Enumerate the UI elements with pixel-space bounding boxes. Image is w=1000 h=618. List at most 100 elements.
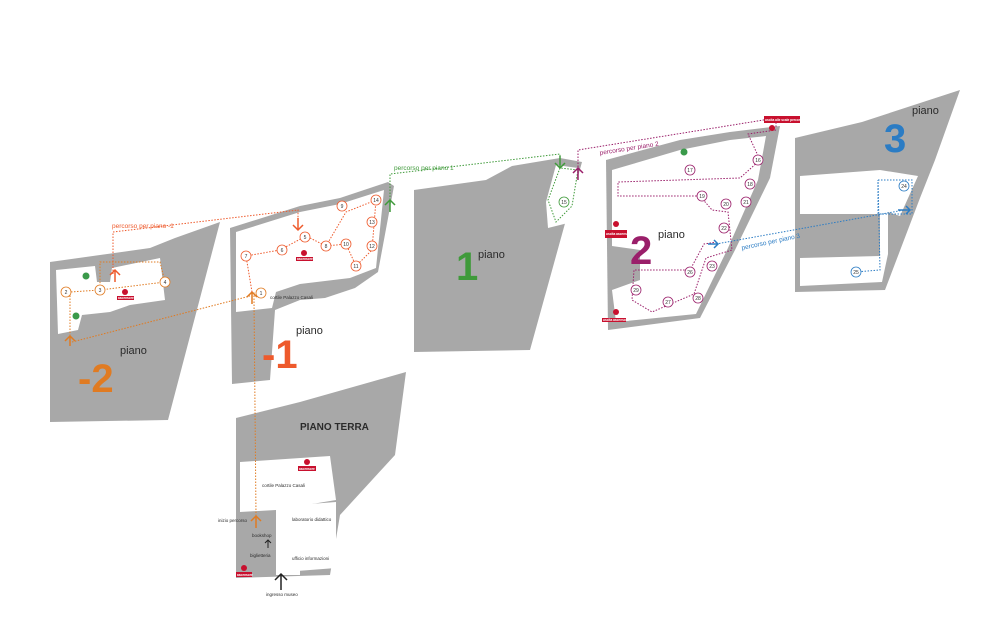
floor-minus1-number: -1: [262, 333, 298, 377]
stop-number: 8: [325, 244, 328, 250]
exit-icon: [769, 125, 775, 131]
floor-3: 3 piano: [795, 90, 960, 292]
stop-marker-17: 17: [684, 164, 696, 176]
entrance-arrow-icon: [274, 572, 288, 590]
floor-2: 2 piano: [606, 126, 780, 330]
stop-number: 5: [304, 235, 307, 241]
stop-number: 21: [743, 200, 749, 206]
stop-circle: [718, 222, 730, 234]
stop-marker-5: 5: [299, 231, 311, 243]
elevator-tag-label: uscita ascensore: [606, 232, 632, 236]
elevator-tags: ascensore ascensore uscita ascensore usc…: [117, 116, 813, 322]
floor-2-rooms: [612, 136, 766, 322]
route-three-path: [715, 209, 905, 245]
floor-3-word: piano: [912, 105, 939, 117]
ground-inizio: inizio percorso: [218, 518, 248, 523]
stop-circle: [684, 164, 696, 176]
stop-number: 6: [281, 248, 284, 254]
floor-1-word: piano: [478, 249, 505, 261]
elevator-tag: [602, 318, 626, 322]
stop-number: 18: [747, 182, 753, 188]
stop-circle: [336, 200, 348, 212]
stop-circle: [630, 284, 642, 296]
stop-marker-26: 26: [684, 266, 696, 278]
elevator-tag: [605, 230, 627, 238]
restroom-icon: [72, 312, 80, 320]
stop-circle: [340, 238, 352, 250]
arrow-up-icon: [572, 166, 584, 180]
stop-marker-29: 29: [630, 284, 642, 296]
stop-number: 16: [755, 158, 761, 164]
stop-marker-8: 8: [320, 240, 332, 252]
stop-marker-16: 16: [752, 154, 764, 166]
floor-minus2-number: -2: [78, 357, 114, 401]
stop-number: 1: [260, 291, 263, 297]
floor-ground: PIANO TERRA cortile Palazzo Casali books…: [218, 372, 406, 597]
exit-tag-label: uscita alle scale percorso finale: [765, 118, 813, 122]
arrow-right-icon: [708, 239, 720, 249]
route-ground-to-minus1: [253, 292, 257, 517]
floor-minus1: cortile Palazzo Casali -1 piano: [230, 182, 394, 384]
arrow-right-icon: [898, 205, 912, 215]
stop-number: 4: [164, 280, 167, 286]
route-three-internal: [855, 179, 913, 273]
stop-circle: [370, 194, 382, 206]
ground-exit-tag: [236, 572, 252, 577]
stop-number: 15: [561, 200, 567, 206]
stop-number: 17: [687, 168, 693, 174]
stop-circle: [850, 266, 862, 278]
arrow-up-icon: [264, 539, 272, 548]
stop-marker-12: 12: [366, 240, 378, 252]
floor-2-number: 2: [630, 229, 652, 273]
stop-number: 22: [721, 226, 727, 232]
ground-bookshop: bookshop: [252, 533, 272, 538]
stop-circle: [720, 198, 732, 210]
stop-number: 12: [369, 244, 375, 250]
stop-marker-23: 23: [706, 260, 718, 272]
stop-number: 19: [699, 194, 705, 200]
elevator-tag: [117, 296, 134, 300]
ground-exit-tag-label: ascensore: [237, 573, 253, 577]
arrow-down-icon: [554, 156, 566, 170]
ground-ufficio: ufficio informazioni: [292, 556, 329, 561]
stop-circle: [320, 240, 332, 252]
stop-circle: [752, 154, 764, 166]
stop-number: 28: [695, 296, 701, 302]
arrow-up-icon: [384, 198, 396, 212]
stop-circle: [159, 276, 171, 288]
stop-number: 27: [665, 300, 671, 306]
floor-1-number: 1: [456, 245, 478, 289]
ground-ingresso: ingresso museo: [266, 592, 298, 597]
stop-circle: [350, 260, 362, 272]
floor-1-room: [546, 165, 578, 228]
ground-biglietteria: biglietteria: [250, 553, 271, 558]
stop-circle: [299, 231, 311, 243]
stop-circle: [60, 286, 72, 298]
stop-circle: [684, 266, 696, 278]
stop-circle: [366, 216, 378, 228]
stop-marker-11: 11: [350, 260, 362, 272]
stop-marker-21: 21: [740, 196, 752, 208]
route-minus1-internal: [245, 199, 377, 293]
elevator-icon: [241, 565, 247, 571]
floor-ground-wing: [284, 502, 336, 572]
start-arrow-icon: [250, 514, 262, 528]
stop-marker-1: 1: [255, 287, 267, 299]
stop-number: 25: [853, 270, 859, 276]
stop-marker-25: 25: [850, 266, 862, 278]
floor-minus2: -2 piano: [50, 222, 220, 422]
stop-marker-27: 27: [662, 296, 674, 308]
stop-circle: [898, 180, 910, 192]
floor-2-word: piano: [658, 229, 685, 241]
elevator-icon: [304, 459, 310, 465]
ground-courtyard: cortile Palazzo Casali: [262, 483, 305, 488]
stop-marker-2: 2: [60, 286, 72, 298]
stop-marker-18: 18: [744, 178, 756, 190]
stop-circle: [240, 250, 252, 262]
arrow-down-icon: [292, 218, 304, 232]
stop-number: 11: [353, 264, 358, 270]
stop-number: 10: [343, 242, 349, 248]
stop-circle: [558, 196, 570, 208]
stop-circle: [740, 196, 752, 208]
floor-minus2-word: piano: [120, 345, 147, 357]
